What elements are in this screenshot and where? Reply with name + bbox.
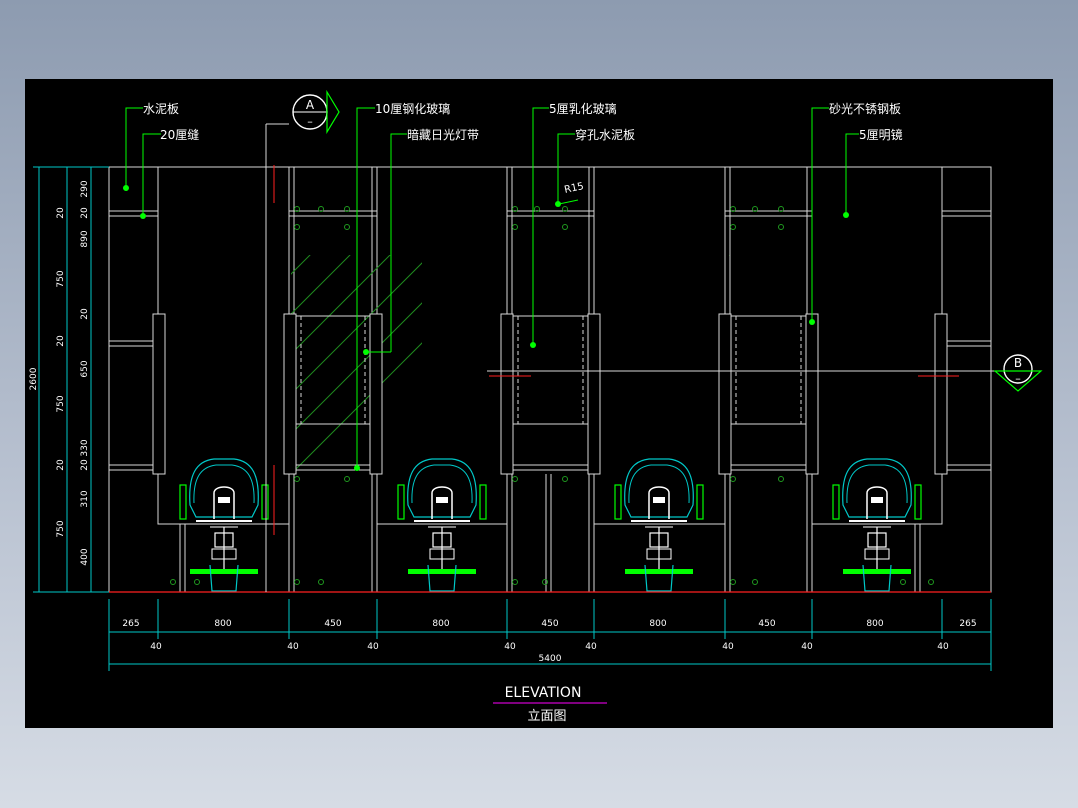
- dim-left-inner: 20: [80, 207, 90, 219]
- dim-left-inner: 650: [80, 360, 90, 377]
- callout-hidden-light: 暗藏日光灯带: [407, 127, 479, 142]
- dim-bottom: 800: [214, 619, 231, 629]
- section-b-sub: –: [1015, 372, 1021, 385]
- dim-left-inner: 330: [80, 439, 90, 456]
- dim-bottom: 450: [324, 619, 341, 629]
- elevation-drawing: A – B – 水泥板 20厘缝 10厘钢化玻璃 暗藏日光灯带 5厘乳化玻璃 穿…: [29, 89, 1043, 724]
- section-b-letter: B: [1014, 356, 1022, 370]
- dim-left-middle: 20: [56, 335, 66, 347]
- cad-viewport[interactable]: A – B – 水泥板 20厘缝 10厘钢化玻璃 暗藏日光灯带 5厘乳化玻璃 穿…: [25, 79, 1053, 728]
- dim-bottom: 450: [758, 619, 775, 629]
- drawing-subtitle: 立面图: [527, 709, 566, 724]
- callout-joint-20: 20厘缝: [160, 127, 199, 142]
- dim-left-inner: 20: [80, 308, 90, 320]
- dim-left-middle: 750: [56, 520, 66, 537]
- dim-left-middle: 20: [56, 459, 66, 471]
- dim-left-inner: 890: [80, 230, 90, 247]
- dim-left-inner: 290: [80, 180, 90, 197]
- dim-joint: 40: [937, 642, 949, 652]
- dim-bottom: 800: [649, 619, 666, 629]
- dim-joint: 40: [504, 642, 516, 652]
- drawing-title: ELEVATION: [505, 685, 582, 701]
- callout-radius: R15: [563, 181, 585, 196]
- dim-total-height: 2600: [29, 367, 39, 390]
- dim-bottom: 800: [866, 619, 883, 629]
- callout-cement-board: 水泥板: [143, 102, 179, 116]
- dim-joint: 40: [287, 642, 299, 652]
- section-a-letter: A: [306, 98, 315, 112]
- callout-mirror: 5厘明镜: [859, 127, 903, 142]
- dim-total-width: 5400: [539, 654, 562, 664]
- callout-tempered-glass: 10厘钢化玻璃: [375, 102, 450, 116]
- dim-left-inner: 400: [80, 548, 90, 565]
- dim-left-middle: 750: [56, 395, 66, 412]
- dim-bottom: 265: [959, 619, 976, 629]
- dim-joint: 40: [367, 642, 379, 652]
- section-marker-a: A –: [292, 89, 340, 135]
- callout-stainless-steel: 砂光不锈钢板: [829, 102, 901, 116]
- dim-left-middle: 750: [56, 270, 66, 287]
- dim-joint: 40: [585, 642, 597, 652]
- dim-left-middle: 20: [56, 207, 66, 219]
- dim-left-inner: 20: [80, 459, 90, 471]
- dim-bottom: 800: [432, 619, 449, 629]
- dim-joint: 40: [722, 642, 734, 652]
- dim-bottom: 265: [122, 619, 139, 629]
- callout-frosted-glass: 5厘乳化玻璃: [549, 102, 617, 116]
- dim-joint: 40: [150, 642, 162, 652]
- dim-left-inner: 310: [80, 490, 90, 507]
- section-marker-b: B –: [993, 354, 1043, 392]
- dim-joint: 40: [801, 642, 813, 652]
- section-a-sub: –: [307, 115, 313, 128]
- dim-bottom: 450: [541, 619, 558, 629]
- callout-perforated-board: 穿孔水泥板: [575, 127, 635, 142]
